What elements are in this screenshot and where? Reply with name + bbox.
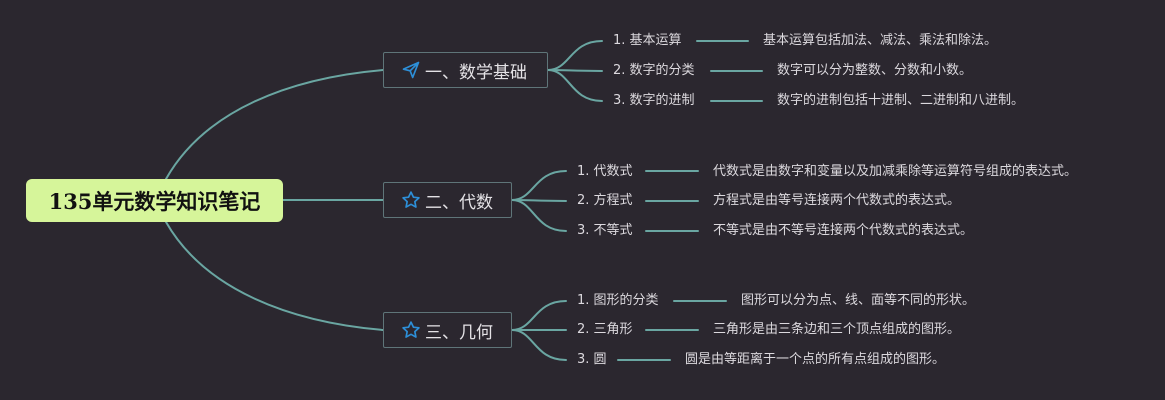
leaf-label-algebraic-expression[interactable]: 1. 代数式 <box>577 164 633 179</box>
leaf-label-shape-classification[interactable]: 1. 图形的分类 <box>577 293 659 308</box>
connector-root-to-branch-3 <box>165 221 384 331</box>
root-node[interactable]: 135单元数学知识笔记 <box>26 179 283 222</box>
connector-branch-3-leaf-3 <box>511 329 567 361</box>
leaf-desc-shape-classification: 图形可以分为点、线、面等不同的形状。 <box>741 293 976 308</box>
star-icon <box>401 190 421 210</box>
paper-plane-icon <box>401 60 421 80</box>
branch-label: 二、代数 <box>425 192 493 213</box>
branch-node-geometry[interactable]: 三、几何 <box>383 312 512 348</box>
branch-node-math-basics[interactable]: 一、数学基础 <box>383 52 548 88</box>
leaf-desc-algebraic-expression: 代数式是由数字和变量以及加减乘除等运算符号组成的表达式。 <box>713 164 1078 179</box>
leaf-label-circle[interactable]: 3. 圆 <box>577 352 607 367</box>
star-icon <box>401 320 421 340</box>
leaf-desc-triangle: 三角形是由三条边和三个顶点组成的图形。 <box>713 322 961 337</box>
branch-node-algebra[interactable]: 二、代数 <box>383 182 512 218</box>
leaf-desc-basic-operations: 基本运算包括加法、减法、乘法和除法。 <box>763 33 998 48</box>
leaf-desc-number-classification: 数字可以分为整数、分数和小数。 <box>777 63 973 78</box>
leaf-label-number-classification[interactable]: 2. 数字的分类 <box>613 63 695 78</box>
leaf-label-inequality[interactable]: 3. 不等式 <box>577 223 633 238</box>
leaf-label-number-bases[interactable]: 3. 数字的进制 <box>613 93 695 108</box>
branch-label: 一、数学基础 <box>425 62 527 83</box>
connector-branch-3-leaf-1 <box>511 300 567 331</box>
connector-branch-2-leaf-1 <box>511 170 567 201</box>
leaf-label-basic-operations[interactable]: 1. 基本运算 <box>613 33 682 48</box>
connector-root-to-branch-1 <box>165 69 384 180</box>
leaf-desc-circle: 圆是由等距离于一个点的所有点组成的图形。 <box>685 352 946 367</box>
leaf-desc-inequality: 不等式是由不等号连接两个代数式的表达式。 <box>713 223 974 238</box>
leaf-desc-number-bases: 数字的进制包括十进制、二进制和八进制。 <box>777 93 1025 108</box>
connector-branch-1-leaf-3 <box>547 69 603 102</box>
leaf-label-equation[interactable]: 2. 方程式 <box>577 193 633 208</box>
branch-label: 三、几何 <box>425 322 493 343</box>
connector-branch-2-leaf-3 <box>511 199 567 232</box>
leaf-label-triangle[interactable]: 2. 三角形 <box>577 322 633 337</box>
leaf-desc-equation: 方程式是由等号连接两个代数式的表达式。 <box>713 193 961 208</box>
connector-branch-1-leaf-1 <box>547 40 603 71</box>
